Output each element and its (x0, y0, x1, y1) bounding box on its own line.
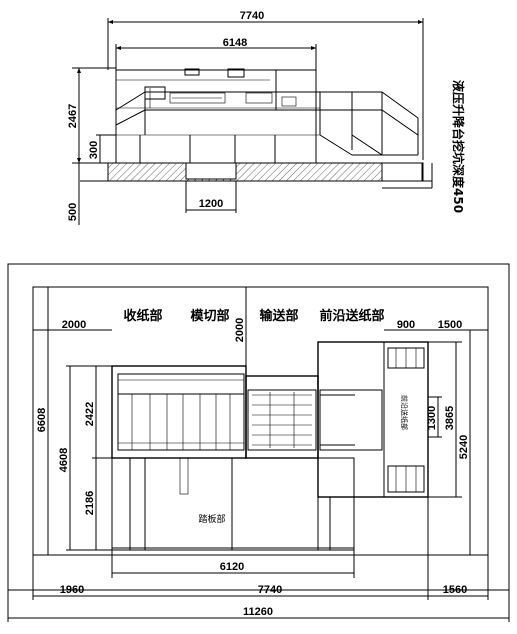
dim-total-height: 6608 (36, 408, 48, 432)
dim-total-length: 11260 (243, 606, 273, 618)
dim-right-height: 5240 (458, 435, 470, 459)
section-delivery: 收纸部 (123, 308, 162, 324)
dim-pit-width: 1200 (199, 198, 223, 210)
plan-view: 收纸部 模切部 输送部 前沿送纸部 (7, 263, 510, 622)
machine-plan: 前沿送纸部 踏板部 (111, 341, 429, 551)
clearance-boundary (32, 286, 489, 556)
stripping-label: 踏板部 (198, 513, 225, 525)
dim-height: 2467 (67, 104, 79, 128)
lift-pit (381, 162, 423, 182)
feeder-vertical-label: 前沿送纸部 (400, 395, 409, 430)
dim-top-clearance: 2000 (234, 318, 246, 342)
dim-left-margin: 1960 (60, 584, 84, 596)
dim-platform-height: 300 (88, 141, 100, 159)
railings (115, 91, 419, 163)
outer-room-boundary (7, 263, 510, 591)
dim-right-clearance: 1500 (438, 319, 462, 331)
ground-slab (107, 162, 424, 182)
dim-right-margin: 1560 (443, 584, 467, 596)
section-feeder: 前沿送纸部 (319, 308, 384, 324)
dim-overall-length: 7740 (258, 584, 282, 596)
dim-pit-depth: 500 (67, 203, 79, 221)
section-die-cutting: 模切部 (190, 308, 229, 324)
hydraulic-pit-note: 液压升降台挖坑深度450 (451, 80, 466, 213)
dim-right-offset: 900 (397, 319, 415, 331)
dim-machine-depth: 4608 (58, 448, 70, 472)
pit (185, 162, 237, 180)
dim-upper-depth: 2422 (84, 402, 96, 426)
dim-left-clearance: 2000 (62, 319, 86, 331)
elevation-view: 7740 6148 2467 300 500 1200 液压升降台挖坑深度450 (67, 10, 466, 225)
machine-elevation (115, 68, 320, 164)
dim-feeder-depth: 3865 (444, 406, 456, 430)
dim-lower-depth: 2186 (84, 491, 96, 515)
dim-overall-width: 7740 (240, 10, 264, 22)
section-transfer: 输送部 (259, 308, 298, 324)
dim-machine-width: 6148 (223, 37, 247, 49)
dim-feeder-height: 1300 (426, 406, 438, 430)
dim-machine-length: 6120 (220, 561, 244, 573)
